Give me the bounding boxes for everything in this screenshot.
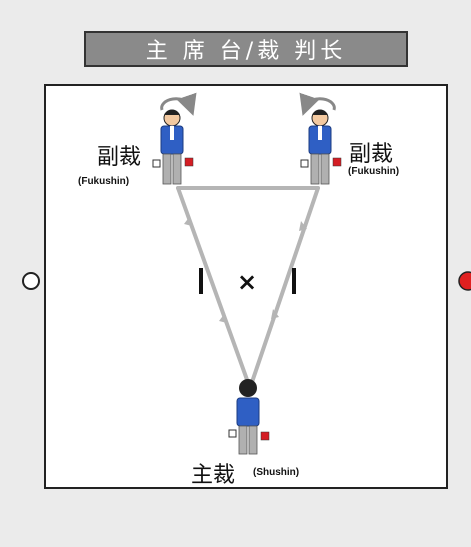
referee-figure-icon (228, 379, 270, 455)
left-referee-role-cn: 副裁 (97, 145, 142, 170)
head-table-title: 主 席 台/裁 判长 (145, 39, 347, 64)
path-arrow-icon (184, 216, 192, 226)
main-referee-role-cn: 主裁 (191, 463, 236, 488)
head-table-banner: 主 席 台/裁 判长 (84, 31, 408, 67)
path-arrow-icon (299, 221, 307, 231)
referee-figure-icon (300, 109, 342, 185)
left-referee-role-en: (Fukushin) (78, 176, 130, 187)
white-flag-icon (228, 429, 237, 438)
red-flag-icon (184, 157, 194, 167)
rotate-arrow-icon (299, 92, 336, 116)
white-position-marker-icon (22, 272, 40, 290)
red-flag-icon (260, 431, 270, 441)
right-referee-role-en: (Fukushin) (348, 166, 400, 177)
main-referee-role-en: (Shushin) (253, 467, 300, 478)
referee-figure-icon (152, 109, 194, 185)
center-mark: × (237, 268, 257, 296)
path-arrows (184, 216, 307, 323)
right-referee-role-cn: 副裁 (349, 142, 394, 167)
red-flag-icon (332, 157, 342, 167)
red-position-marker-icon (458, 271, 471, 291)
white-flag-icon (152, 159, 161, 168)
white-flag-icon (300, 159, 309, 168)
path-arrow-icon (219, 313, 227, 323)
rotate-arrow-icon (160, 92, 197, 116)
path-right-edge (248, 186, 320, 390)
path-arrow-icon (271, 309, 279, 319)
